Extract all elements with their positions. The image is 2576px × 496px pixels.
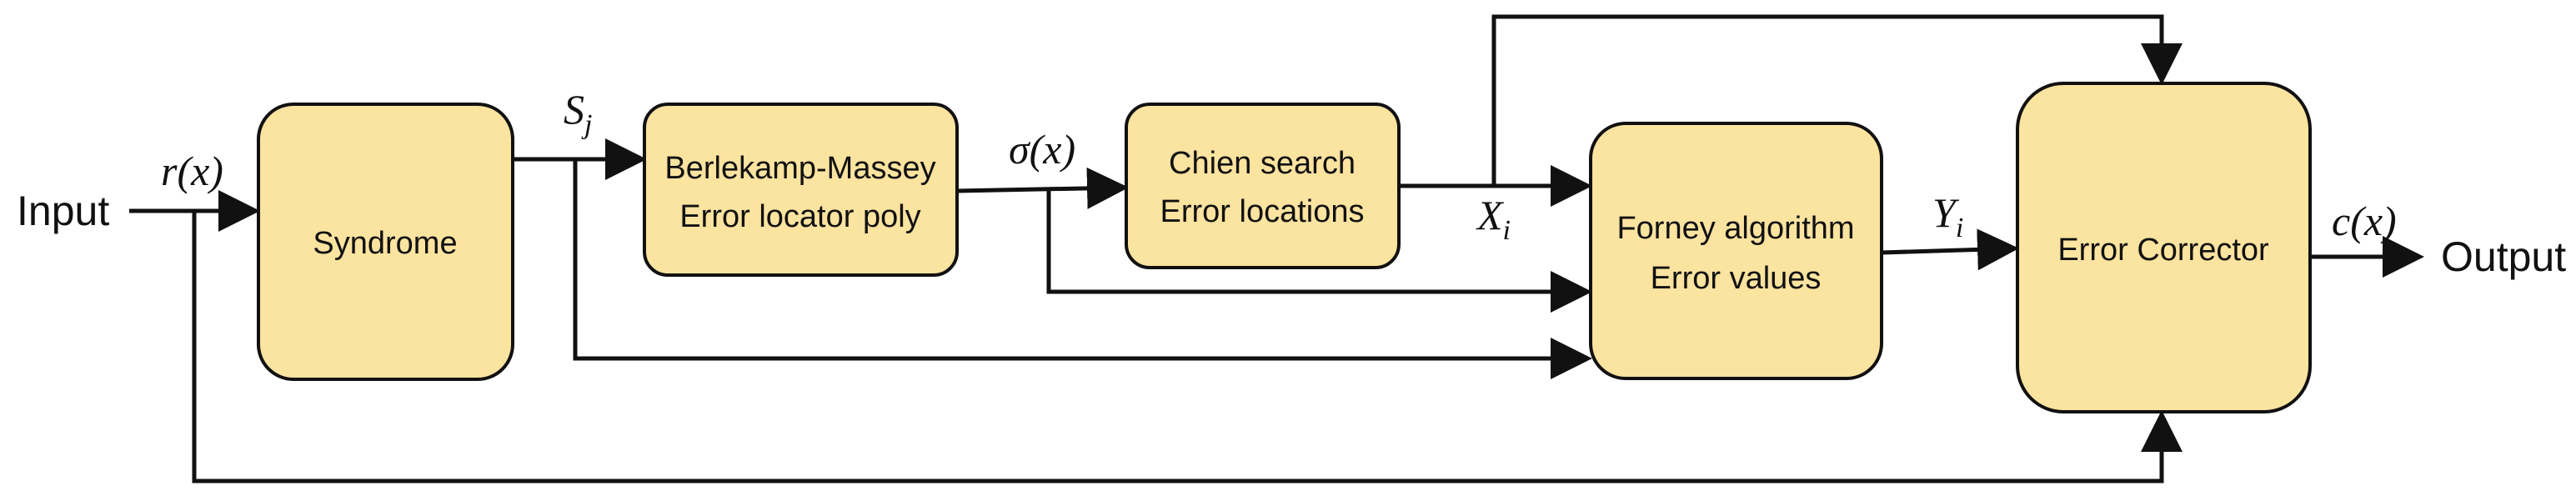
forney-label-line1: Forney algorithm bbox=[1616, 211, 1854, 246]
syndrome-label: Syndrome bbox=[313, 226, 457, 261]
forney-label-line2: Error values bbox=[1651, 261, 1822, 296]
output-label: Output bbox=[2441, 233, 2566, 280]
input-label: Input bbox=[17, 188, 109, 234]
chien-label-line1: Chien search bbox=[1169, 146, 1356, 181]
block-berlekamp bbox=[643, 103, 959, 277]
signal-sigma: σ(x) bbox=[1009, 126, 1075, 173]
block-corrector bbox=[2016, 82, 2312, 413]
signal-yi: Yi bbox=[1932, 189, 1963, 243]
edge-berlekamp-chien bbox=[956, 167, 1129, 209]
chien-label-line2: Error locations bbox=[1160, 194, 1365, 229]
edge-sigma-forney bbox=[1046, 189, 1592, 313]
signal-xi: Xi bbox=[1476, 192, 1511, 246]
edge-xi-corrector bbox=[1491, 14, 2183, 186]
block-chien bbox=[1125, 103, 1401, 269]
signal-rx: r(x) bbox=[161, 148, 223, 194]
block-forney bbox=[1589, 122, 1883, 380]
berlekamp-label-line2: Error locator poly bbox=[679, 199, 920, 234]
edge-forney-corrector bbox=[1881, 228, 2019, 271]
signal-sj: Sj bbox=[564, 86, 592, 140]
edge-sj-forney bbox=[573, 159, 1592, 379]
edge-rx-corrector bbox=[192, 211, 2183, 483]
block-syndrome bbox=[257, 103, 514, 381]
signal-cx: c(x) bbox=[2332, 198, 2397, 244]
berlekamp-label-line1: Berlekamp-Massey bbox=[664, 151, 935, 186]
corrector-label: Error Corrector bbox=[2057, 233, 2269, 268]
